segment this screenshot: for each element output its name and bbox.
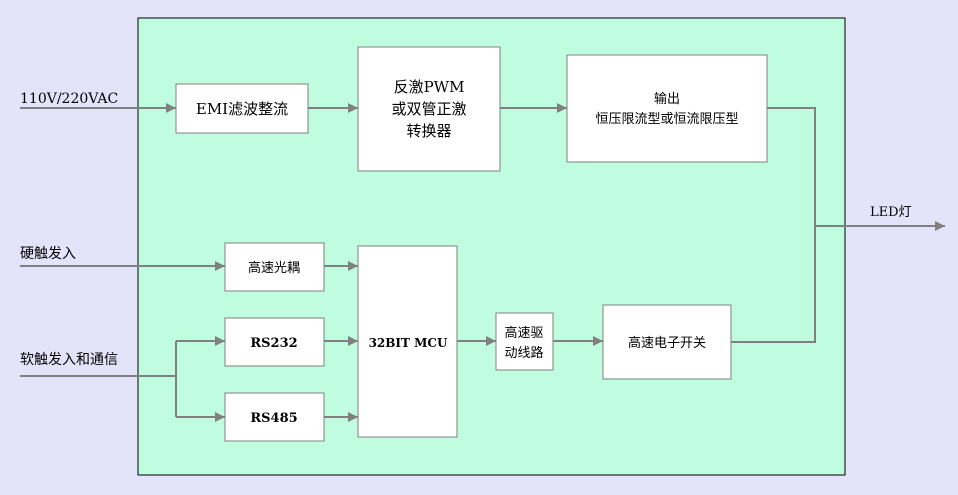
ac-input-label: 110V/220VAC: [20, 91, 118, 107]
converter-block: [357, 46, 501, 172]
converter-label-line1: 反激PWM: [394, 78, 465, 96]
switch-block: [602, 304, 732, 380]
converter-label-line3: 转换器: [406, 122, 451, 140]
output-stage-label-line1: 输出: [654, 91, 680, 107]
mcu-label: 32BIT MCU: [369, 336, 448, 350]
optocoupler-block: [224, 242, 325, 292]
driver-block: [495, 312, 554, 371]
output-stage-label-line2: 恒压限流型或恒流限压型: [595, 112, 738, 127]
hard-trigger-label: 硬触发入: [20, 246, 76, 262]
emi-filter-block: [175, 83, 309, 134]
rs485-label: RS485: [250, 411, 297, 426]
switch-label: 高速电子开关: [628, 335, 706, 351]
emi-filter-label: EMI滤波整流: [196, 100, 288, 118]
output-stage-block: [566, 54, 768, 163]
soft-trigger-label: 软触发入和通信: [20, 352, 118, 368]
line-output-to-bus: [767, 107, 816, 226]
blocks: [175, 46, 768, 442]
rs232-block: [224, 317, 325, 367]
connectors: [20, 103, 945, 422]
line-switch-to-bus: [731, 226, 816, 343]
driver-label-line2: 动线路: [504, 345, 543, 361]
led-output-label: LED灯: [870, 205, 912, 220]
converter-label-line2: 或双管正激: [391, 100, 466, 118]
mcu-block: [357, 245, 458, 438]
optocoupler-label: 高速光耦: [248, 260, 300, 276]
rs232-label: RS232: [250, 336, 297, 351]
driver-label-line1: 高速驱: [504, 325, 543, 341]
rs485-block: [224, 392, 325, 442]
